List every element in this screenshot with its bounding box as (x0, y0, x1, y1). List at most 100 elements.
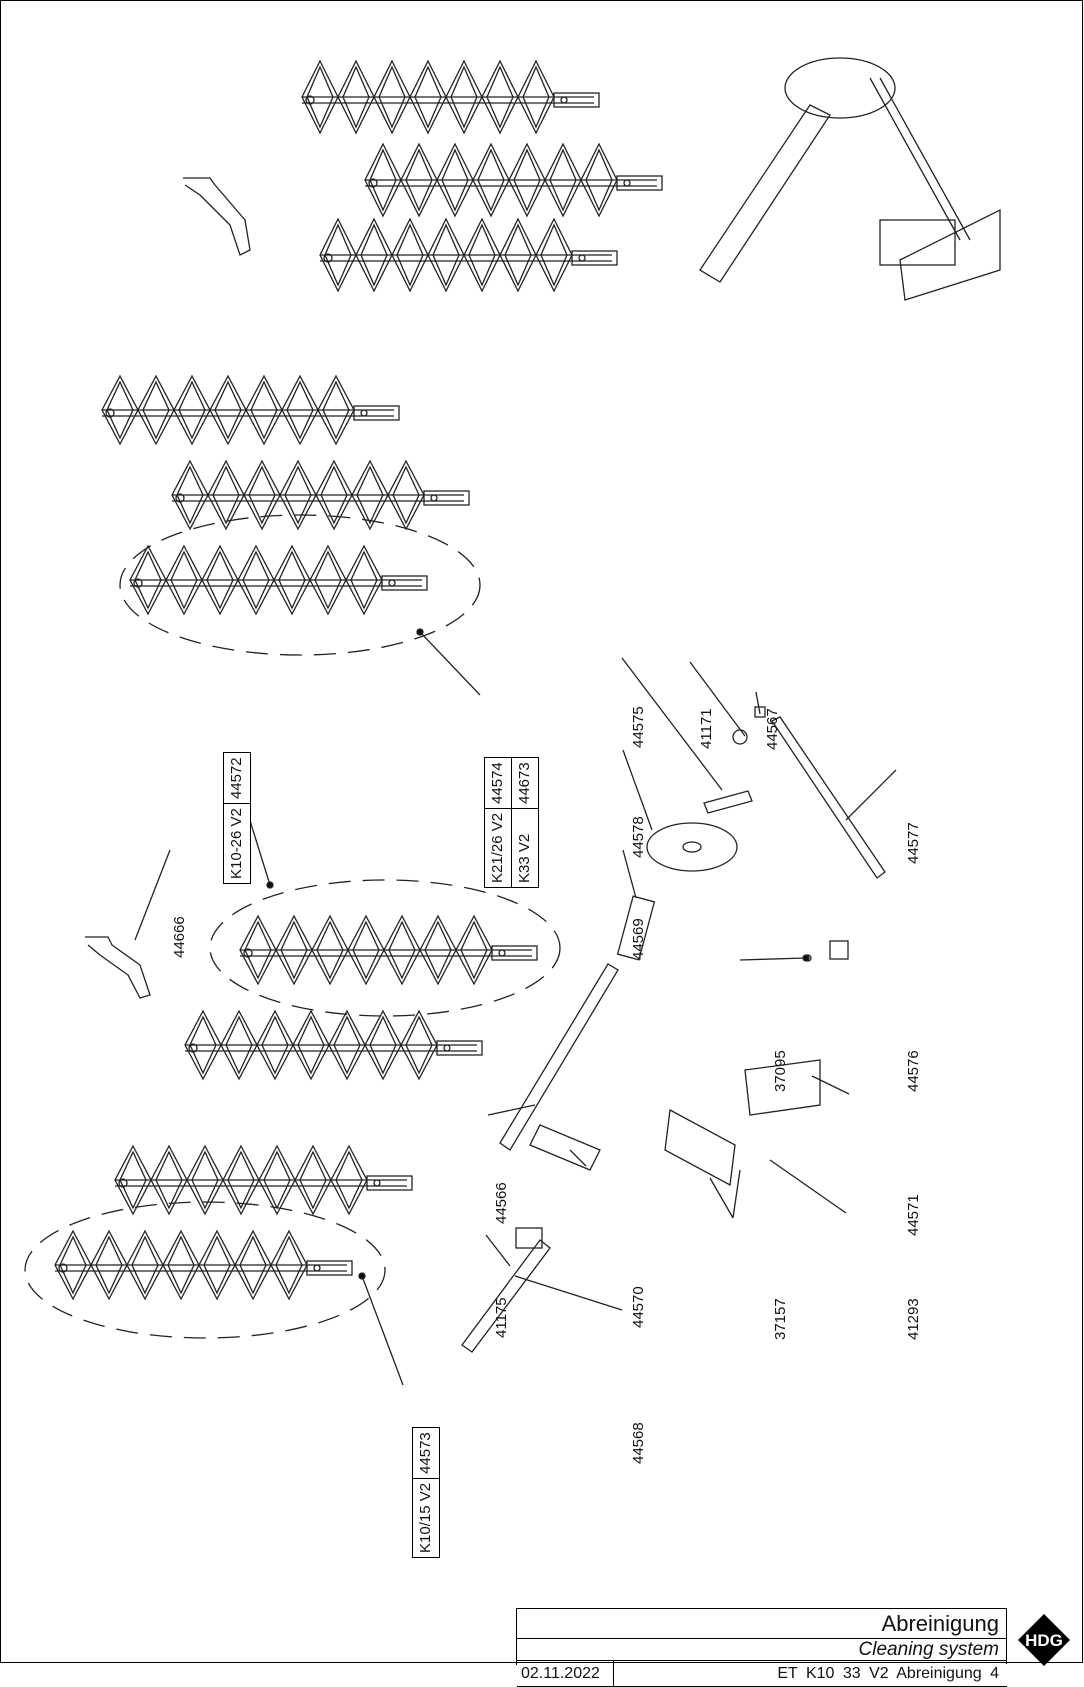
leader-line (621, 657, 723, 791)
leader-line (569, 1149, 587, 1167)
drawing-subtitle: Cleaning system (517, 1639, 1007, 1661)
disc-assembled (784, 57, 896, 119)
blade-k10-26-1 (239, 914, 538, 986)
blade-top-3 (319, 217, 618, 293)
variant-table-k10-26: K10-26 V2 44572 (223, 752, 251, 884)
shaft-44566 (499, 963, 619, 1151)
variant-number: 44572 (224, 753, 250, 805)
motor-assembled (879, 219, 956, 266)
document-reference: ET K10 33 V2 Abreinigung 4 (777, 1665, 999, 1682)
drawing-title: Abreinigung (517, 1609, 1007, 1639)
link-arm-assembled-2 (879, 77, 971, 241)
variant-row: K33 V2 44673 (511, 758, 538, 887)
part-label-41171: 41171 (698, 708, 715, 749)
leader-line (487, 1104, 536, 1116)
part-label-44666: 44666 (171, 916, 188, 958)
bracket-top (183, 177, 251, 256)
leader-line (732, 1169, 741, 1219)
variant-model: K21/26 V2 (489, 812, 506, 883)
leader-line (845, 769, 897, 821)
part-label-44578: 44578 (630, 816, 647, 858)
part-label-44569: 44569 (630, 918, 647, 960)
divider (613, 1661, 614, 1687)
variant-model: K10-26 V2 (228, 808, 245, 879)
washer-41171 (732, 729, 748, 745)
part-label-44577: 44577 (905, 822, 922, 864)
leader-dot (416, 628, 424, 636)
blade-mid-2 (171, 459, 470, 531)
variant-number: 44573 (413, 1428, 439, 1479)
variant-model: K33 V2 (516, 833, 533, 883)
leader-line (622, 849, 637, 899)
leader-line (755, 691, 761, 715)
variant-row: K10-26 V2 44572 (224, 753, 250, 883)
variant-model: K10/15 V2 (417, 1482, 434, 1553)
variant-number: 44673 (512, 758, 538, 809)
leader-line (689, 661, 746, 737)
rod-44568 (461, 1239, 551, 1353)
hdg-logo: HDG (1018, 1614, 1070, 1666)
part-label-41175: 41175 (493, 1297, 510, 1338)
link-44577 (771, 716, 886, 879)
shaft-assembled (699, 104, 831, 283)
leader-line (709, 1177, 734, 1219)
variant-table-k21-26-k33: K21/26 V2 44574 K33 V2 44673 (484, 757, 539, 888)
link-arm-assembled (869, 77, 961, 241)
leader-line (769, 1159, 847, 1214)
title-block-border (1006, 1608, 1007, 1664)
clamp-44576 (829, 940, 849, 960)
variant-row: K21/26 V2 44574 (485, 758, 511, 887)
variant-row: K10/15 V2 44573 (413, 1428, 439, 1557)
disc-hole (682, 841, 702, 853)
leader-line (419, 631, 481, 696)
blade-top-1 (301, 59, 600, 135)
variant-table-k10-15: K10/15 V2 44573 (412, 1427, 440, 1558)
bracket-44666 (85, 936, 151, 999)
logo-text: HDG (1025, 1631, 1063, 1650)
part-label-44570: 44570 (630, 1286, 647, 1328)
blade-mid-3 (129, 544, 428, 616)
title-block-info-row: 02.11.2022 ET K10 33 V2 Abreinigung 4 (517, 1661, 1007, 1687)
variant-number: 44574 (485, 758, 511, 809)
blade-top-2 (364, 142, 663, 218)
part-label-41293: 41293 (905, 1298, 922, 1340)
blade-k10-15-1 (114, 1144, 413, 1216)
group-outline-k10-26 (209, 879, 561, 1017)
disc-44578 (646, 822, 738, 872)
leader-line (361, 1275, 404, 1386)
clamp-44575 (703, 790, 753, 814)
part-label-44566: 44566 (493, 1182, 510, 1224)
part-label-44575: 44575 (630, 706, 647, 748)
group-outline-k21-26 (119, 514, 481, 656)
sleeve-44569 (616, 895, 656, 961)
leader-line (739, 957, 807, 961)
part-label-44576: 44576 (905, 1050, 922, 1092)
part-label-44571: 44571 (905, 1194, 922, 1236)
group-outline-k10-15 (24, 1201, 386, 1339)
leader-line (622, 749, 653, 831)
leader-dot (802, 954, 810, 962)
leader-line (134, 849, 171, 941)
leader-line (485, 1234, 511, 1267)
motor-37157 (664, 1108, 736, 1187)
leader-line (514, 1275, 623, 1311)
part-label-37157: 37157 (772, 1298, 789, 1340)
part-label-44567: 44567 (764, 708, 781, 750)
bracket-44571 (744, 1059, 821, 1116)
blade-mid-1 (101, 374, 400, 446)
leader-line (811, 1075, 850, 1095)
leader-dot (266, 881, 274, 889)
drawing-date: 02.11.2022 (521, 1665, 600, 1682)
mount-plate-assembled (899, 208, 1001, 301)
block-41175 (515, 1227, 543, 1249)
part-label-44568: 44568 (630, 1422, 647, 1464)
blade-k10-15-2 (54, 1229, 353, 1301)
blade-k10-26-2 (184, 1009, 483, 1081)
leader-dot (358, 1272, 366, 1280)
part-label-37095: 37095 (772, 1050, 789, 1092)
bolt-44567 (754, 706, 766, 718)
title-block: Abreinigung Cleaning system 02.11.2022 E… (516, 1608, 1007, 1687)
plate-44570 (529, 1124, 601, 1171)
